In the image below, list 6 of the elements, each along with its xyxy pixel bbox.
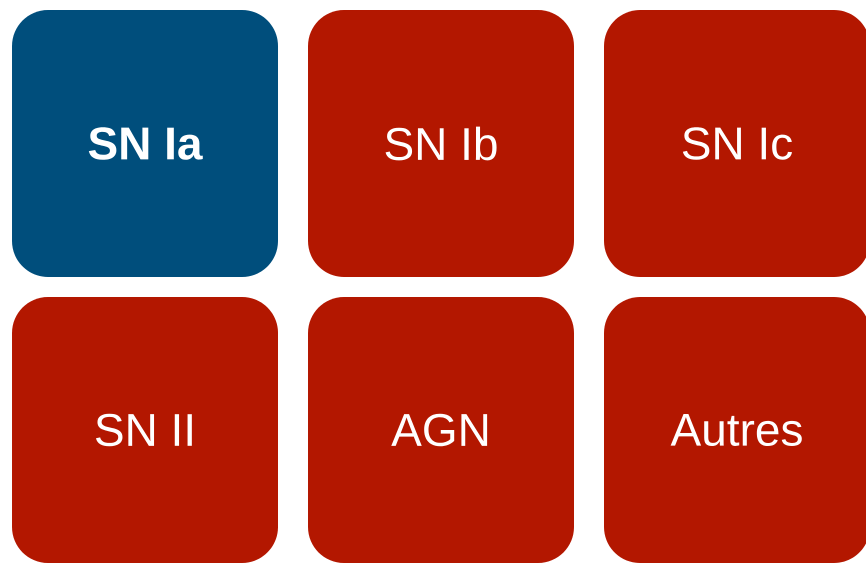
category-box: SN Ia xyxy=(12,10,278,277)
category-box: SN II xyxy=(12,296,278,563)
category-box: AGN xyxy=(308,296,574,563)
category-box: Autres xyxy=(604,296,866,563)
category-box: SN Ic xyxy=(604,10,866,277)
category-box: SN Ib xyxy=(308,10,574,277)
